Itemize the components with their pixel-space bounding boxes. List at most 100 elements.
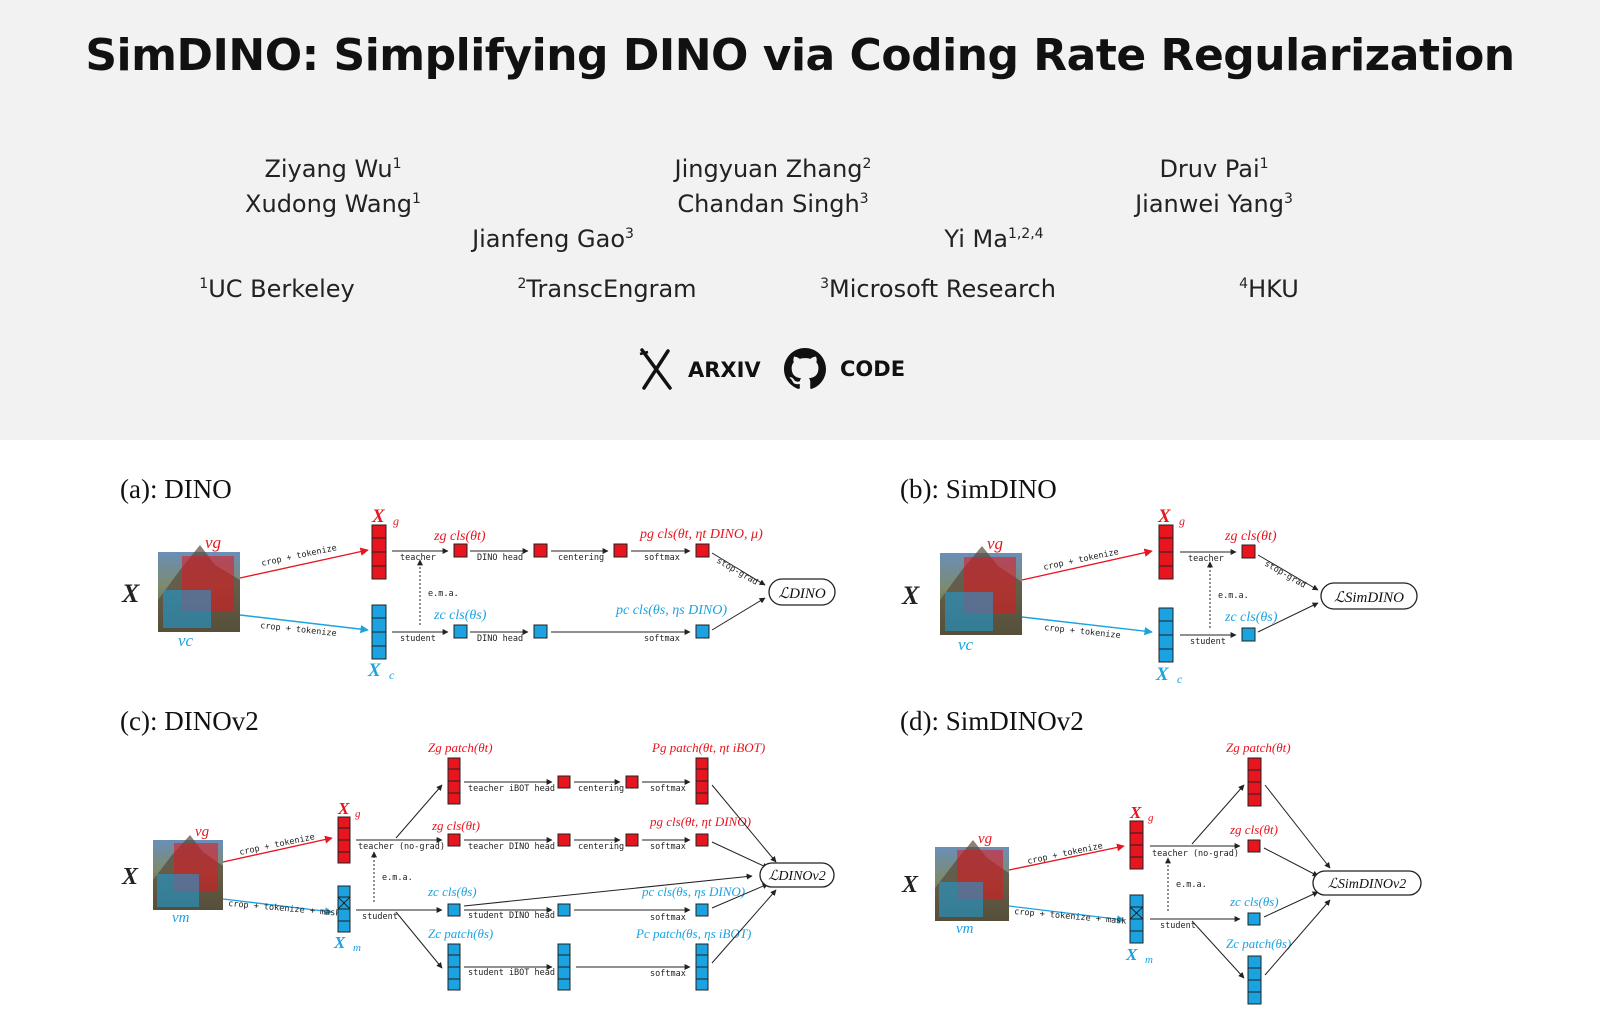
svg-text:crop + tokenize: crop + tokenize [1027,841,1104,867]
svg-text:teacher iBOT head: teacher iBOT head [468,784,555,794]
figure-a-label: (a): DINO [120,474,232,504]
arxiv-icon [638,348,674,392]
svg-text:m: m [1145,954,1153,966]
input-image [940,546,1022,635]
svg-text:X: X [333,933,346,952]
affiliation-uc-berkeley: 1UC Berkeley [199,275,355,303]
svg-text:vm: vm [956,921,974,937]
figure-d-label: (d): SimDINOv2 [900,706,1084,736]
svg-text:DINO head: DINO head [477,553,523,563]
author-jianfeng-gao[interactable]: Jianfeng Gao3 [472,225,634,253]
xc-label: X [367,660,382,681]
input-image [153,835,223,910]
arxiv-link[interactable]: ARXIV [638,348,761,392]
svg-text:DINO head: DINO head [477,634,523,644]
svg-text:softmax: softmax [650,842,686,852]
svg-text:e.m.a.: e.m.a. [1218,591,1249,601]
code-link[interactable]: CODE [784,348,905,390]
author-xudong-wang[interactable]: Xudong Wang1 [245,190,421,218]
svg-text:zc cls(θs): zc cls(θs) [427,884,477,899]
svg-text:zc cls(θs): zc cls(θs) [433,608,487,623]
input-x-label: X [121,579,140,608]
svg-text:softmax: softmax [644,634,680,644]
author-chandan-singh[interactable]: Chandan Singh3 [677,190,869,218]
vc-label: vc [178,631,194,650]
diagram-dino: X vg vc crop + tokenize crop + tokenize … [121,506,836,682]
svg-text:g: g [1179,514,1185,528]
svg-text:student: student [1160,921,1196,931]
svg-text:pc cls(θs, ηs DINO): pc cls(θs, ηs DINO) [615,603,727,618]
svg-text:pg cls(θt, ηt DINO): pg cls(θt, ηt DINO) [649,814,751,829]
svg-text:m: m [353,942,361,954]
author-ziyang-wu[interactable]: Ziyang Wu1 [264,155,402,183]
diagram-dinov2: X vg vm crop + tokenize crop + tokenize … [121,740,835,991]
svg-text:X: X [901,872,919,898]
svg-text:g: g [1148,812,1154,824]
xg-label: X [371,506,386,527]
svg-text:vc: vc [958,635,974,654]
svg-text:softmax: softmax [644,553,680,563]
loss-dinov2: ℒDINOv2 [768,869,826,884]
svg-text:softmax: softmax [650,784,686,794]
svg-text:X: X [337,799,350,818]
github-icon [784,348,826,390]
svg-text:zg cls(θt): zg cls(θt) [431,818,480,833]
svg-text:X: X [901,581,920,610]
svg-text:centering: centering [578,842,624,852]
loss-simdino: ℒSimDINO [1334,590,1404,606]
figure-b-label: (b): SimDINO [900,474,1057,504]
svg-text:stop-grad: stop-grad [1263,559,1308,591]
svg-text:zc cls(θs): zc cls(θs) [1224,610,1278,625]
svg-text:centering: centering [558,553,604,563]
svg-text:vg: vg [195,824,210,840]
svg-text:crop + tokenize: crop + tokenize [1043,547,1120,573]
author-yi-ma[interactable]: Yi Ma1,2,4 [944,225,1044,253]
svg-text:student: student [1190,637,1226,647]
svg-text:zg cls(θt): zg cls(θt) [1224,529,1277,544]
svg-text:g: g [393,514,399,528]
svg-text:teacher: teacher [400,553,436,563]
svg-text:stop-grad: stop-grad [715,556,760,588]
svg-text:Zg patch(θt): Zg patch(θt) [428,740,493,755]
page-title: SimDINO: Simplifying DINO via Coding Rat… [85,30,1515,81]
input-image [935,840,1009,921]
author-jingyuan-zhang[interactable]: Jingyuan Zhang2 [674,155,872,183]
loss-dino: ℒDINO [778,586,826,602]
svg-text:c: c [1177,672,1183,686]
svg-text:teacher (no-grad): teacher (no-grad) [358,842,445,852]
svg-text:X: X [121,864,139,890]
svg-text:teacher (no-grad): teacher (no-grad) [1152,849,1239,859]
svg-text:student: student [362,912,398,922]
svg-text:e.m.a.: e.m.a. [1176,880,1207,890]
svg-text:c: c [389,668,395,682]
svg-text:e.m.a.: e.m.a. [428,589,459,599]
svg-text:X: X [1129,803,1142,822]
svg-text:zg cls(θt): zg cls(θt) [1229,822,1278,837]
svg-text:X: X [1125,945,1138,964]
svg-text:student DINO head: student DINO head [468,911,555,921]
hero-section: SimDINO: Simplifying DINO via Coding Rat… [0,0,1600,440]
svg-text:zc cls(θs): zc cls(θs) [1229,894,1279,909]
svg-text:Zg patch(θt): Zg patch(θt) [1226,740,1291,755]
author-jianwei-yang[interactable]: Jianwei Yang3 [1135,190,1293,218]
svg-text:student: student [400,634,436,644]
code-label: CODE [840,357,906,381]
svg-text:Pg patch(θt, ηt iBOT): Pg patch(θt, ηt iBOT) [651,740,765,755]
author-druv-pai[interactable]: Druv Pai1 [1159,155,1269,183]
svg-text:crop + tokenize: crop + tokenize [239,832,316,858]
svg-text:crop + tokenize + mask: crop + tokenize + mask [1014,907,1127,927]
links-row: ARXIV CODE [0,348,1600,402]
crop-tokenize-label: crop + tokenize [261,543,338,569]
crop-tokenize-label: crop + tokenize [260,621,337,639]
svg-text:softmax: softmax [650,913,686,923]
svg-text:teacher: teacher [1188,554,1224,564]
svg-text:Zc patch(θs): Zc patch(θs) [1226,936,1291,951]
svg-text:vm: vm [172,910,190,926]
svg-text:crop + tokenize: crop + tokenize [1044,623,1121,641]
affiliation-hku: 4HKU [1239,275,1299,303]
affiliation-microsoft-research: 3Microsoft Research [820,275,1056,303]
svg-text:X: X [1157,506,1172,527]
svg-text:teacher DINO head: teacher DINO head [468,842,555,852]
svg-text:X: X [1155,664,1170,685]
svg-text:pg cls(θt, ηt DINO, μ): pg cls(θt, ηt DINO, μ) [639,527,763,542]
